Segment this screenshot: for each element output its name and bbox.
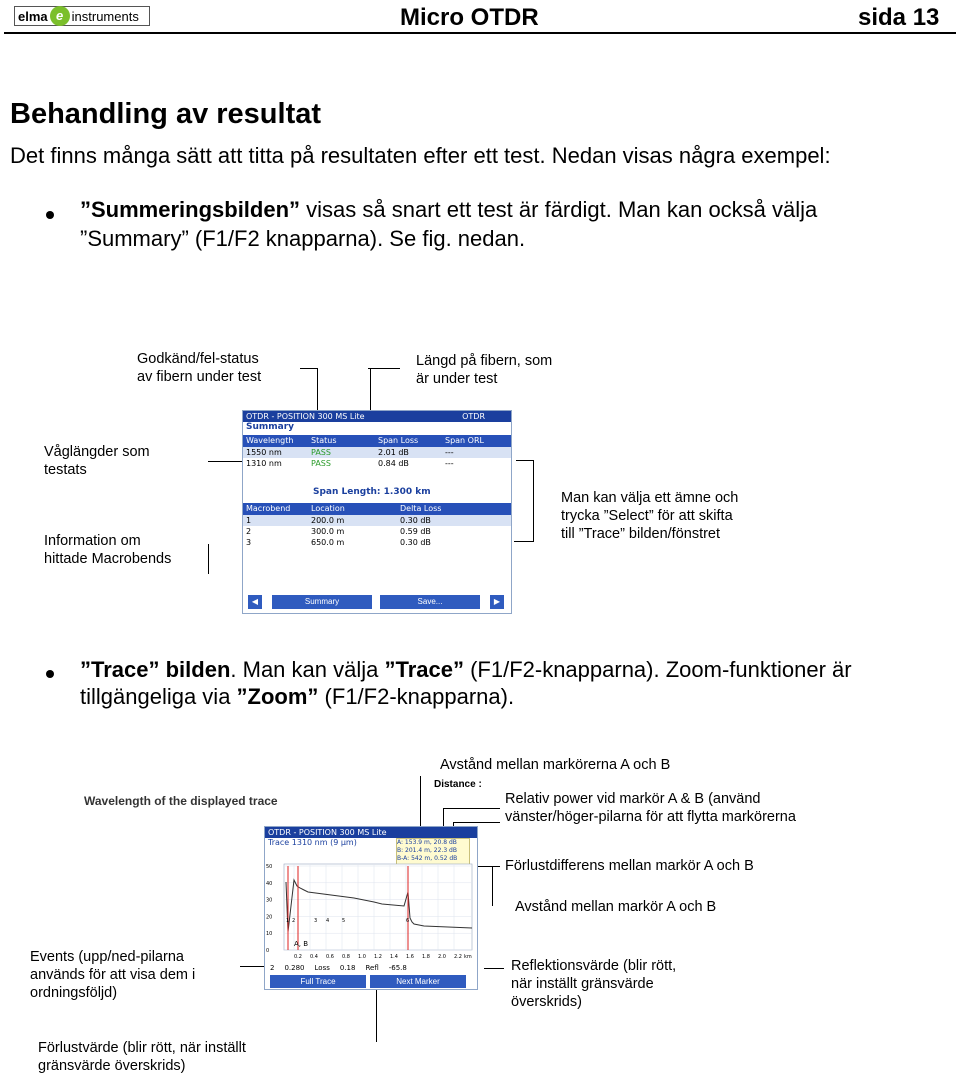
bullet-dot	[46, 670, 54, 678]
page-number: sida 13	[858, 4, 940, 31]
y-axis-ticks: 50 40 30 20 10 0	[266, 864, 272, 954]
x-tick-label: 2.0	[438, 954, 446, 960]
save-button[interactable]: Save...	[380, 595, 480, 609]
x-tick-label: 0.8	[342, 954, 350, 960]
event-label[interactable]: 1	[286, 918, 289, 924]
y-tick-label: 20	[266, 914, 272, 920]
x-tick-label: 1.8	[422, 954, 430, 960]
y-tick-label: 50	[266, 864, 272, 870]
x-tick-label: 0.6	[326, 954, 334, 960]
summary-screen: OTDR - POSITION 300 MS Lite OTDR Summary…	[242, 410, 512, 614]
x-tick-label: 1.4	[390, 954, 398, 960]
annotation-status: Godkänd/fel-status av fibern under test	[137, 351, 262, 385]
bullet1-bold: ”Summeringsbilden”	[80, 197, 301, 222]
annotation-wavelength: Wavelength of the displayed trace	[84, 794, 278, 808]
connector-line	[420, 776, 421, 828]
connector-line	[454, 822, 500, 823]
section-heading: Behandling av resultat	[10, 98, 322, 130]
screen-subtitle: Summary	[246, 422, 295, 432]
bullet2-line1: ”Trace” bilden. Man kan välja ”Trace” (F…	[80, 657, 852, 682]
x-unit-label: km	[464, 954, 472, 960]
bullet2-line2: tillgängeliga via ”Zoom” (F1/F2-knapparn…	[80, 684, 515, 709]
annotation-relpower: Relativ power vid markör A & B (använd v…	[505, 791, 796, 825]
event-label[interactable]: 2	[292, 918, 295, 924]
prev-arrow-button[interactable]: ◀	[248, 595, 262, 609]
table-row[interactable]: 2 300.0 m 0.59 dB	[246, 527, 431, 536]
screen-titlebar: OTDR - POSITION 300 MS Lite OTDR	[243, 411, 511, 422]
x-tick-label: 0.2	[294, 954, 302, 960]
connector-line	[492, 866, 493, 906]
bullet1-text1: visas så snart ett test är färdigt. Man …	[300, 197, 818, 222]
connector-line	[300, 368, 318, 369]
annotation-wavelengths: Våglängder som testats	[44, 444, 150, 478]
logo-text-right: instruments	[71, 8, 139, 24]
connector-line	[533, 460, 534, 542]
connector-line	[484, 968, 504, 969]
connector-line	[208, 544, 209, 574]
table-row[interactable]: 1310 nm PASS 0.84 dB ---	[246, 459, 454, 468]
document-title: Micro OTDR	[400, 4, 539, 31]
wavelength-table-header: Wavelength Status Span Loss Span ORL	[243, 435, 511, 447]
annotation-reflection: Reflektionsvärde (blir rött, när inställ…	[511, 958, 677, 1010]
event-label[interactable]: 3	[314, 918, 317, 924]
bullet-dot	[46, 211, 54, 219]
full-trace-button[interactable]: Full Trace	[270, 975, 366, 988]
x-tick-label: 1.6	[406, 954, 414, 960]
connector-line	[376, 980, 377, 1042]
plot-area	[283, 863, 473, 951]
trace-plot: 50 40 30 20 10 0 0.2 0.4 0.6 0.8 1.0 1.2 1.4 1.6 1.8 2…	[266, 863, 473, 960]
annotation-distance-small: Distance :	[434, 779, 482, 790]
elma-logo: elma e instruments	[14, 6, 150, 26]
connector-line	[368, 368, 400, 369]
span-length: Span Length: 1.300 km	[313, 487, 431, 497]
logo-e-mark: e	[49, 6, 70, 26]
intro-paragraph: Det finns många sätt att titta på result…	[10, 143, 831, 168]
x-tick-label: 2.2	[454, 954, 462, 960]
x-tick-label: 0.4	[310, 954, 318, 960]
connector-line	[516, 460, 534, 461]
y-tick-label: 40	[266, 881, 272, 887]
trace-line	[285, 878, 473, 933]
connector-line	[514, 541, 534, 542]
header-rule	[4, 32, 956, 34]
summary-button[interactable]: Summary	[272, 595, 372, 609]
annotation-distance-ab: Avstånd mellan markörerna A och B	[440, 757, 671, 773]
bullet1-line1: ”Summeringsbilden” visas så snart ett te…	[80, 197, 817, 223]
logo-text-left: elma	[18, 8, 48, 24]
event-label[interactable]: 5	[342, 918, 345, 924]
table-row[interactable]: 1550 nm PASS 2.01 dB ---	[243, 447, 511, 458]
next-arrow-button[interactable]: ▶	[490, 595, 504, 609]
table-row[interactable]: 3 650.0 m 0.30 dB	[246, 538, 431, 547]
annotation-select: Man kan välja ett ämne och trycka ”Selec…	[561, 490, 739, 542]
bullet1-line2: ”Summary” (F1/F2 knapparna). Se fig. ned…	[80, 226, 526, 251]
connector-line	[208, 461, 242, 462]
annotation-macrobends: Information om hittade Macrobends	[44, 533, 172, 567]
annotation-length: Längd på fibern, som är under test	[416, 353, 553, 387]
connector-line	[478, 866, 500, 867]
y-tick-label: 10	[266, 931, 272, 937]
annotation-distance-markers: Avstånd mellan markör A och B	[515, 899, 717, 915]
annotation-loss: Förlustvärde (blir rött, när inställt gr…	[38, 1040, 246, 1074]
screen-titlebar: OTDR - POSITION 300 MS Lite	[265, 827, 477, 838]
event-label[interactable]: 6	[406, 918, 409, 924]
connector-line	[444, 808, 500, 809]
trace-subtitle: Trace 1310 nm (9 µm)	[268, 838, 357, 847]
y-tick-label: 0	[266, 948, 269, 954]
ab-label: A, B	[294, 940, 308, 948]
annotation-lossdiff: Förlustdifferens mellan markör A och B	[505, 858, 754, 874]
event-label[interactable]: 4	[326, 918, 329, 924]
annotation-events: Events (upp/ned-pilarna används för att …	[30, 949, 196, 1001]
macrobend-table-header: Macrobend Location Delta Loss	[243, 503, 511, 515]
x-tick-label: 1.0	[358, 954, 366, 960]
event-info-row: 2 0.280 Loss 0.18 Refl -65.8	[270, 964, 407, 972]
table-row[interactable]: 1 200.0 m 0.30 dB	[243, 515, 511, 526]
connector-line	[240, 966, 268, 967]
y-tick-label: 30	[266, 898, 272, 904]
connector-line	[443, 808, 444, 838]
plot-grid	[284, 864, 472, 951]
x-tick-label: 1.2	[374, 954, 382, 960]
next-marker-button[interactable]: Next Marker	[370, 975, 466, 988]
